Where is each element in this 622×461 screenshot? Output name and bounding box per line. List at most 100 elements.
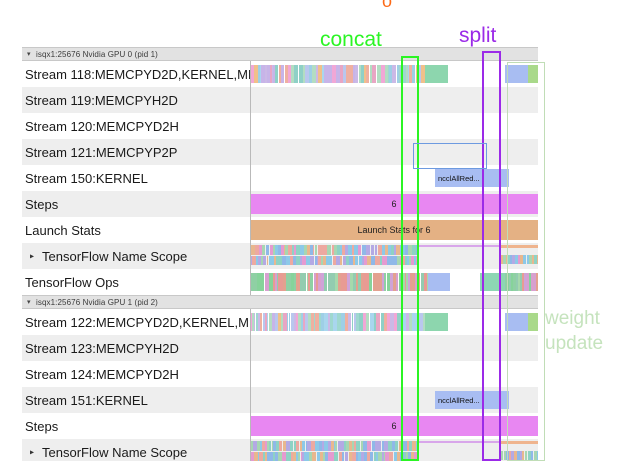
timeline-track[interactable] (250, 335, 538, 361)
timeline-bar-segment (337, 245, 341, 255)
label-track-divider (250, 413, 251, 439)
timeline-bar-segment (341, 313, 346, 331)
timeline-bar-segment (260, 313, 262, 331)
timeline-bar-segment (519, 255, 523, 264)
timeline-bar-segment (403, 313, 406, 331)
step-bar[interactable]: 6 (250, 194, 538, 214)
timeline-row[interactable]: Stream 120:MEMCPYD2H (22, 113, 538, 139)
timeline-bar-segment (334, 245, 337, 255)
timeline-bar-segment (318, 256, 321, 265)
timeline-bar-segment (390, 245, 394, 255)
group-header-0[interactable]: ▾isqx1:25676 Nvidia GPU 0 (pid 1) (22, 47, 538, 61)
timeline-bar-segment (346, 256, 350, 265)
timeline-track[interactable] (250, 243, 538, 269)
step-bar[interactable]: 6 (250, 416, 538, 436)
timeline-bar-segment (335, 273, 338, 291)
timeline-row[interactable]: Stream 119:MEMCPYH2D (22, 87, 538, 113)
label-track-divider (250, 243, 251, 269)
timeline-bar-segment (283, 273, 286, 291)
label-track-divider (250, 191, 251, 217)
timeline-row[interactable]: ▸TensorFlow Name Scope (22, 439, 538, 461)
group-header-1[interactable]: ▾isqx1:25676 Nvidia GPU 1 (pid 2) (22, 295, 538, 309)
timeline-bar-segment (411, 273, 416, 291)
timeline-bar-segment (262, 452, 266, 461)
timeline-bar-segment (350, 65, 354, 83)
timeline-row[interactable]: Stream 122:MEMCPYD2D,KERNEL,MI (22, 309, 538, 335)
timeline-track[interactable] (250, 439, 538, 461)
timeline-bar-segment (398, 65, 402, 83)
timeline-bar-segment (360, 452, 365, 461)
timeline-bar-segment (341, 452, 345, 461)
timeline-bar-segment (527, 451, 531, 460)
timeline-bar-segment (407, 65, 410, 83)
chevron-down-icon[interactable]: ▾ (27, 298, 31, 306)
timeline-bar-segment (508, 273, 511, 291)
timeline-track[interactable]: ncclAllRed... (250, 165, 538, 191)
timeline-panel[interactable]: ▾isqx1:25676 Nvidia GPU 0 (pid 1)Stream … (22, 47, 538, 461)
timeline-row[interactable]: TensorFlow Ops (22, 269, 538, 295)
timeline-bar-segment (283, 245, 286, 255)
timeline-bar-segment (289, 273, 291, 291)
timeline-track[interactable] (250, 61, 538, 87)
timeline-track[interactable]: 6 (250, 191, 538, 217)
timeline-bar-segment (253, 452, 258, 461)
clipped-orange-label: o (382, 0, 393, 11)
timeline-bar-segment (331, 245, 334, 255)
timeline-bar-segment (313, 273, 316, 291)
timeline-bar-segment (405, 452, 409, 461)
timeline-bar-segment (510, 451, 515, 460)
timeline-row[interactable]: Stream 121:MEMCPYP2P (22, 139, 538, 165)
timeline-bar-segment (341, 441, 344, 451)
expander-icon[interactable]: ▸ (30, 447, 35, 457)
timeline-track[interactable] (250, 309, 538, 335)
timeline-row[interactable]: ▸TensorFlow Name Scope (22, 243, 538, 269)
timeline-bar-segment (254, 245, 259, 255)
timeline-bar-segment (347, 313, 352, 331)
timeline-bar-segment (258, 65, 260, 83)
timeline-track[interactable] (250, 361, 538, 387)
timeline-track[interactable]: ncclAllRed... (250, 387, 538, 413)
timeline-track[interactable] (250, 269, 538, 295)
timeline-bar-segment (360, 441, 364, 451)
nccl-allreduce-bar[interactable]: ncclAllRed... (435, 169, 509, 187)
timeline-row-label-text: Stream 121:MEMCPYP2P (25, 144, 178, 160)
weight-update-line1: weight (545, 308, 600, 329)
timeline-bar-segment (254, 65, 258, 83)
timeline-row[interactable]: Stream 124:MEMCPYD2H (22, 361, 538, 387)
timeline-bar-segment (421, 273, 425, 291)
launch-stats-bar[interactable]: Launch Stats for 6 (250, 220, 538, 240)
timeline-bar-segment (255, 313, 259, 331)
chevron-down-icon[interactable]: ▾ (27, 50, 31, 58)
timeline-track[interactable]: 6 (250, 413, 538, 439)
timeline-track[interactable] (250, 113, 538, 139)
label-track-divider (250, 387, 251, 413)
timeline-bar-segment (362, 256, 365, 265)
timeline-bar-segment (300, 452, 303, 461)
timeline-bar-segment (384, 245, 389, 255)
timeline-bar-segment (353, 313, 356, 331)
timeline-track[interactable]: Launch Stats for 6 (250, 217, 538, 243)
timeline-row[interactable]: Stream 118:MEMCPYD2D,KERNEL,ME (22, 61, 538, 87)
timeline-track[interactable] (250, 139, 538, 165)
timeline-bar-segment (282, 256, 284, 265)
timeline-bar-segment (264, 65, 268, 83)
nccl-allreduce-bar[interactable]: ncclAllRed... (435, 391, 509, 409)
timeline-row-label-text: Stream 120:MEMCPYD2H (25, 118, 179, 134)
timeline-bar-segment (276, 256, 279, 265)
expander-icon[interactable]: ▸ (30, 251, 35, 261)
timeline-bar-segment (253, 313, 256, 331)
timeline-bar-segment (346, 441, 350, 451)
timeline-bar-segment (387, 441, 392, 451)
timeline-bar-segment (523, 255, 527, 264)
timeline-track[interactable] (250, 87, 538, 113)
timeline-row[interactable]: Stream 123:MEMCPYH2D (22, 335, 538, 361)
label-track-divider (250, 113, 251, 139)
timeline-bar-segment (509, 255, 513, 264)
timeline-bar-segment (259, 452, 263, 461)
timeline-bar-segment (257, 256, 261, 265)
